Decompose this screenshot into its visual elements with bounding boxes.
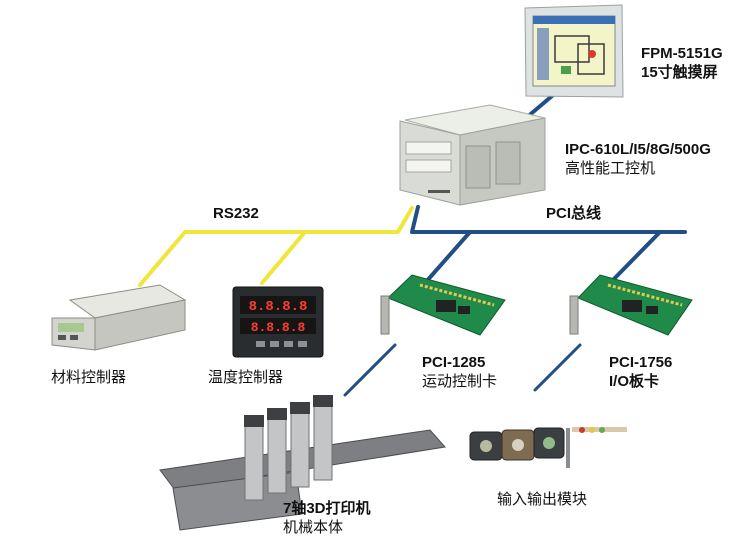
touchscreen-desc: 15寸触摸屏 bbox=[641, 64, 718, 81]
pci-1756-desc: I/O板卡 bbox=[609, 373, 660, 390]
temp-display-top: 8.8.8.8 bbox=[249, 299, 308, 315]
material-controller-label: 材料控制器 bbox=[51, 369, 127, 386]
pci-to-1756-line bbox=[608, 230, 662, 285]
printer-label: 7轴3D打印机 机械本体 bbox=[283, 499, 371, 537]
printer-line1: 7轴3D打印机 bbox=[283, 500, 371, 517]
pci-1756-label: PCI-1756 I/O板卡 bbox=[609, 353, 672, 391]
printer-line2: 机械本体 bbox=[283, 519, 344, 536]
pci-1285-model: PCI-1285 bbox=[422, 354, 486, 371]
connection-lines bbox=[138, 94, 687, 397]
pci-1285-label: PCI-1285 运动控制卡 bbox=[422, 353, 497, 391]
rs232-branch-line bbox=[260, 230, 307, 285]
rs232-line bbox=[138, 206, 414, 287]
rs232-label: RS232 bbox=[213, 205, 259, 222]
ipc-desc: 高性能工控机 bbox=[565, 160, 656, 177]
pci-1756-card bbox=[569, 274, 693, 336]
io-module-label: 输入输出模块 bbox=[497, 491, 588, 508]
ipc-model: IPC-610L/I5/8G/500G bbox=[565, 141, 711, 158]
pci-1285-desc: 运动控制卡 bbox=[422, 373, 498, 390]
io-card-to-module-line bbox=[533, 343, 582, 392]
temp-display-bottom: 8.8.8.8 bbox=[251, 320, 306, 335]
printer-mechanical-body bbox=[159, 395, 446, 531]
pci-to-1285-line bbox=[423, 230, 472, 285]
touchscreen-monitor bbox=[524, 4, 624, 98]
pci-1756-model: PCI-1756 bbox=[609, 354, 673, 371]
pci-bus-label: PCI总线 bbox=[546, 205, 602, 222]
touchscreen-label: FPM-5151G 15寸触摸屏 bbox=[641, 44, 723, 82]
motion-card-to-printer-line bbox=[343, 343, 397, 397]
pci-bus-line bbox=[410, 205, 687, 234]
material-controller-device bbox=[51, 284, 187, 351]
io-modules bbox=[469, 427, 627, 468]
ipc-label: IPC-610L/I5/8G/500G 高性能工控机 bbox=[565, 140, 711, 178]
pci-1285-card bbox=[380, 274, 506, 336]
ipc-chassis bbox=[399, 104, 546, 206]
temperature-controller-label: 温度控制器 bbox=[208, 369, 284, 386]
temperature-controller-device: 8.8.8.8 8.8.8.8 bbox=[232, 286, 324, 358]
touchscreen-model: FPM-5151G bbox=[641, 45, 723, 62]
